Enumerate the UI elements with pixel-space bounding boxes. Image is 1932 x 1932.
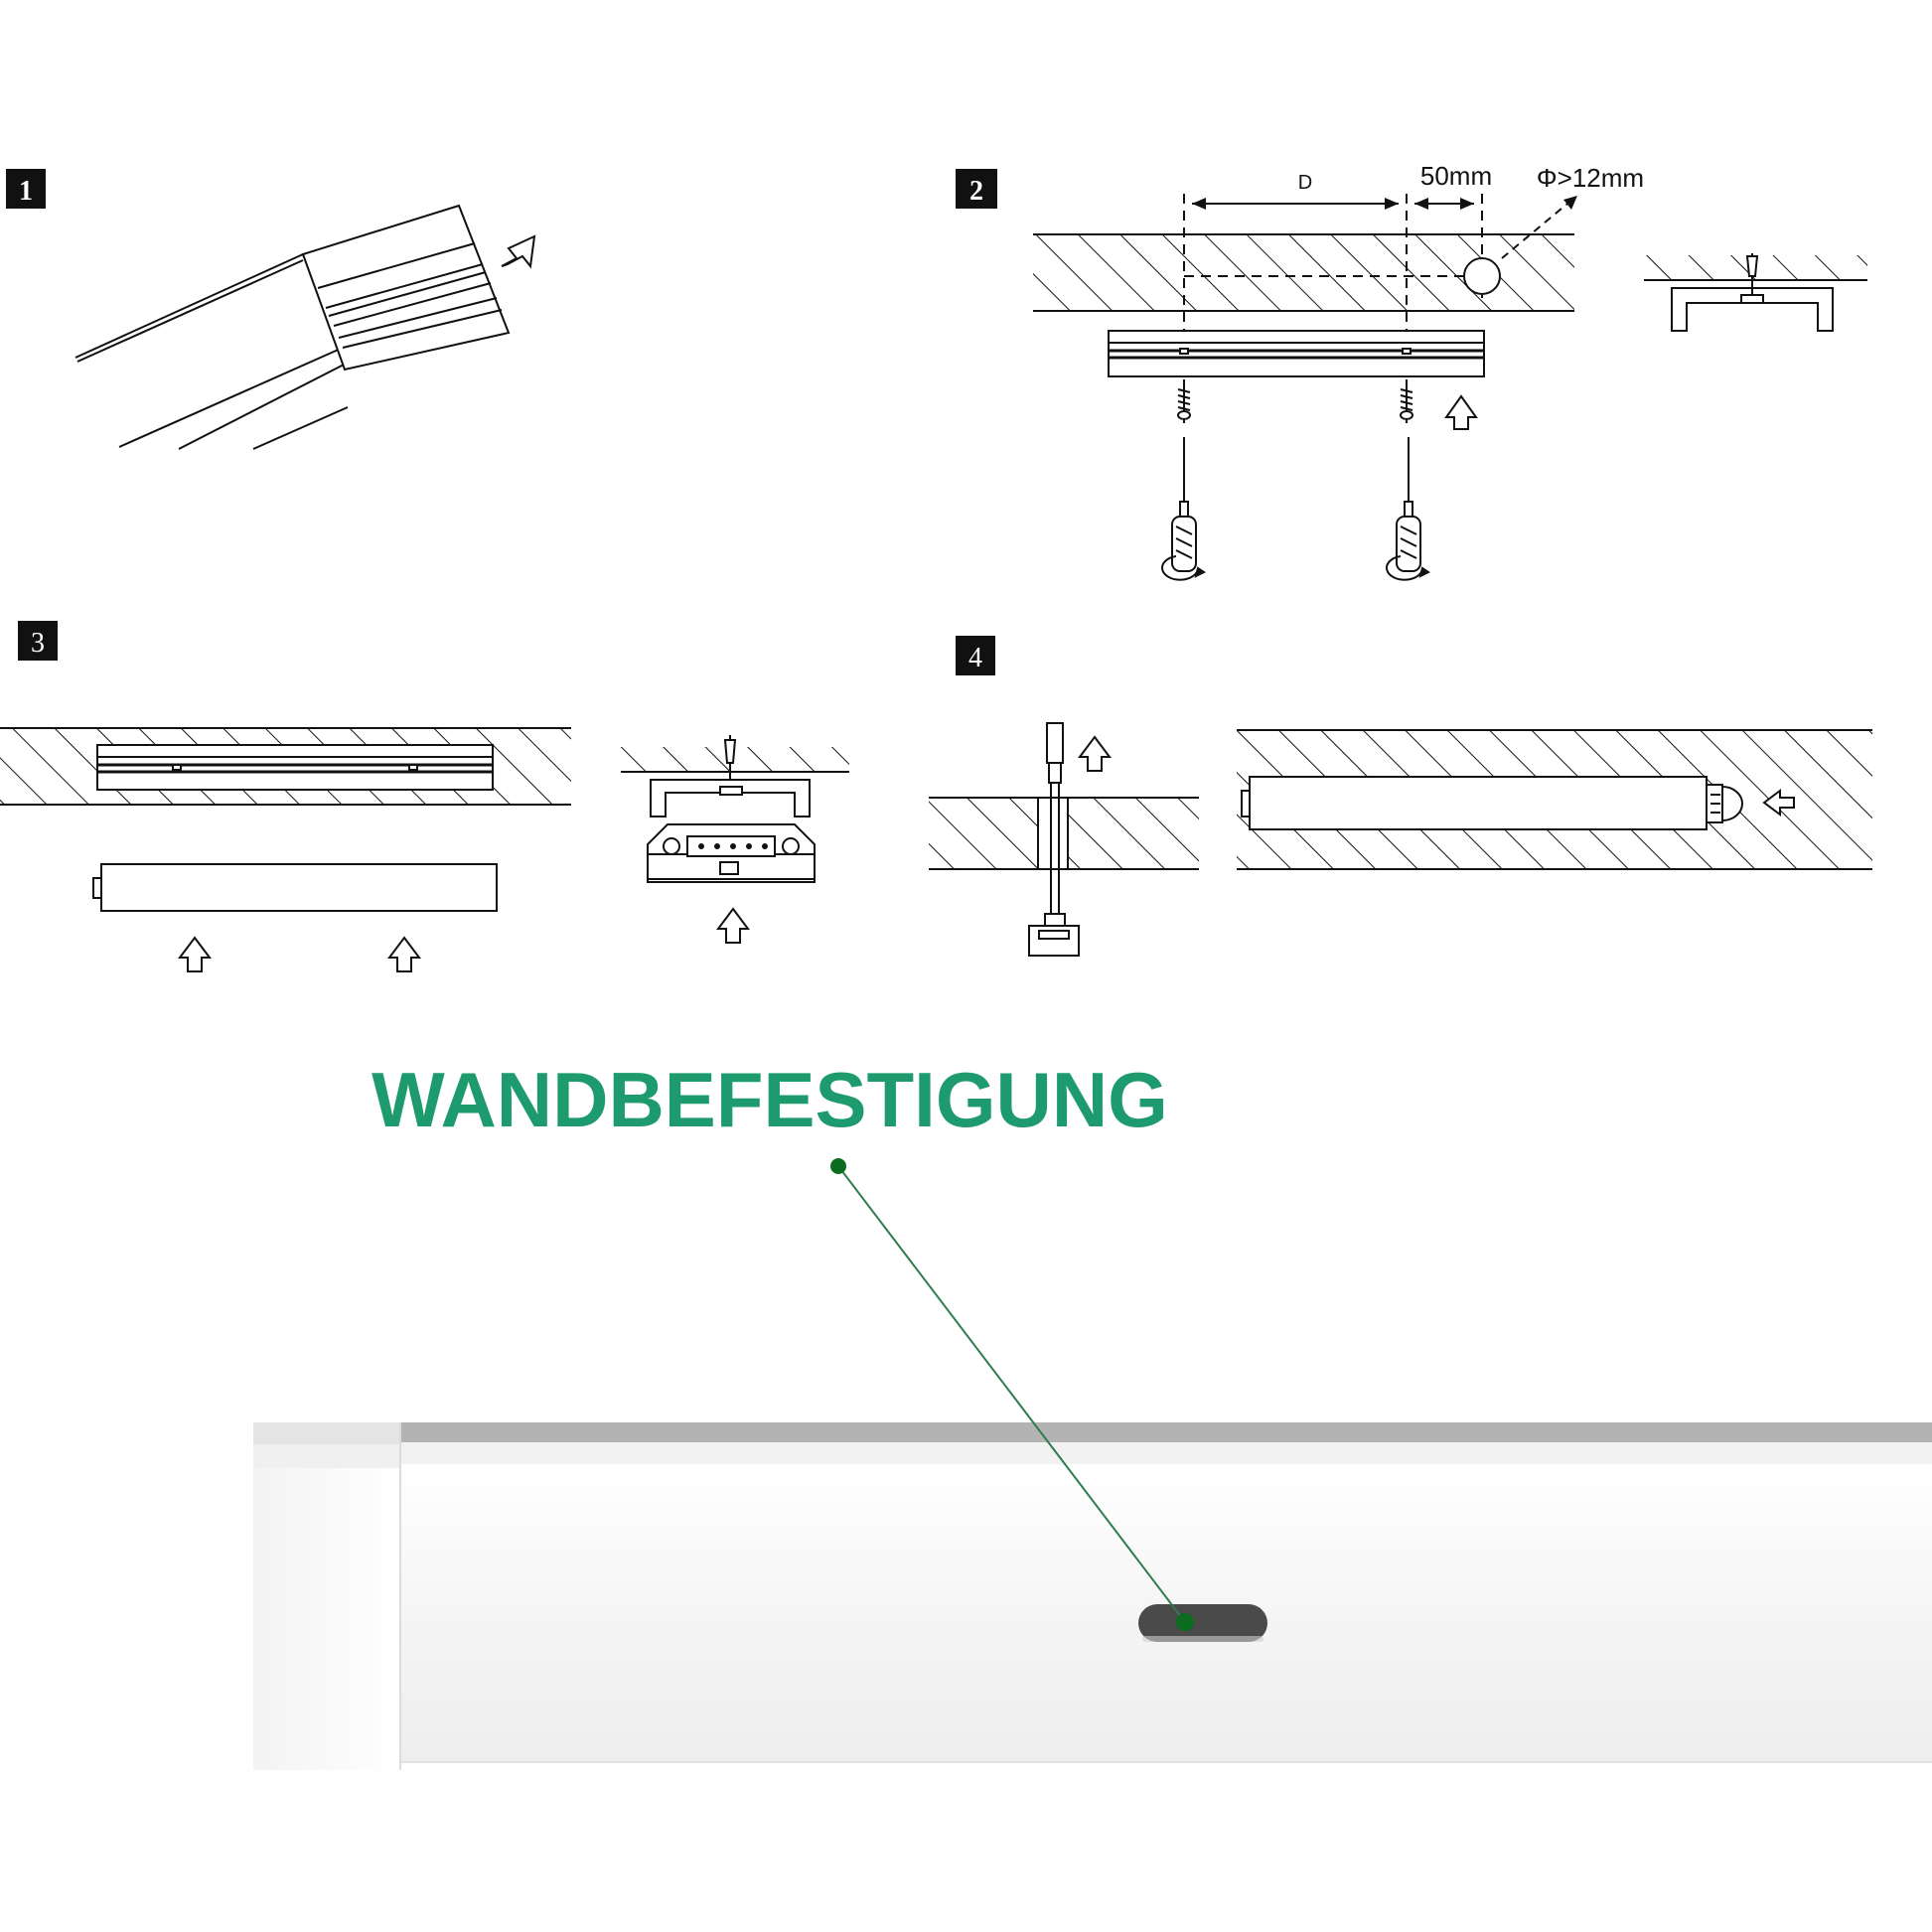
- screwdriver-icon: [1161, 437, 1206, 581]
- step-4-panel: 4: [929, 636, 1872, 957]
- screw-icon: [1177, 387, 1191, 420]
- light-fixture-outline: [1249, 776, 1708, 830]
- step-4-number: 4: [968, 643, 982, 673]
- step-1-badge: [6, 169, 46, 209]
- step-2-badge: [956, 169, 997, 209]
- step-4-badge: [956, 636, 995, 675]
- step-1-number: 1: [19, 176, 33, 207]
- up-arrow-icon: [716, 907, 750, 944]
- fixture-end-cap-removal: [74, 204, 511, 450]
- ceiling-hatch: [929, 798, 1038, 869]
- step-3-badge: [18, 621, 58, 661]
- up-arrow-icon: [1444, 394, 1478, 430]
- dimension-d-label: D: [1298, 172, 1312, 194]
- step-3-panel: 3: [0, 621, 849, 972]
- screw-icon: [1400, 387, 1413, 420]
- up-arrow-icon: [1078, 735, 1112, 772]
- end-plug: [1706, 784, 1743, 823]
- left-arrow-icon: [1762, 789, 1795, 817]
- fixture-top-rail: [397, 1422, 1932, 1442]
- bracket-section-detail: [1644, 253, 1867, 332]
- ceiling-hatch: [1068, 798, 1199, 869]
- leader-dot: [1176, 1613, 1194, 1631]
- screwdriver-icon: [1386, 437, 1430, 581]
- mounting-slot: [1138, 1604, 1267, 1642]
- up-arrow-icon: [387, 936, 421, 972]
- mounting-bracket: [1108, 330, 1485, 377]
- clip-section-detail: [621, 735, 849, 883]
- cable-connector: [1028, 722, 1080, 957]
- step-2-panel: 2 D 50mm Φ>12mm: [956, 161, 1867, 581]
- dimension-arrowheads: [1192, 196, 1577, 210]
- dimension-offset-label: 50mm: [1420, 161, 1492, 191]
- light-fixture-outline: [92, 863, 498, 912]
- step-1-panel: 1: [6, 169, 536, 450]
- up-arrow-icon: [178, 936, 212, 972]
- caption-title: WANDBEFESTIGUNG: [372, 1056, 1168, 1143]
- step-2-number: 2: [969, 176, 983, 207]
- mounting-bracket: [96, 744, 494, 791]
- leader-line: [837, 1165, 1186, 1623]
- step-3-number: 3: [31, 628, 45, 659]
- dimension-hole-label: Φ>12mm: [1537, 163, 1644, 193]
- fixture-end-cap: [253, 1422, 400, 1770]
- fixture-photo: [253, 1422, 1932, 1770]
- pull-arrow-icon: [501, 234, 536, 269]
- leader-dot: [830, 1158, 846, 1174]
